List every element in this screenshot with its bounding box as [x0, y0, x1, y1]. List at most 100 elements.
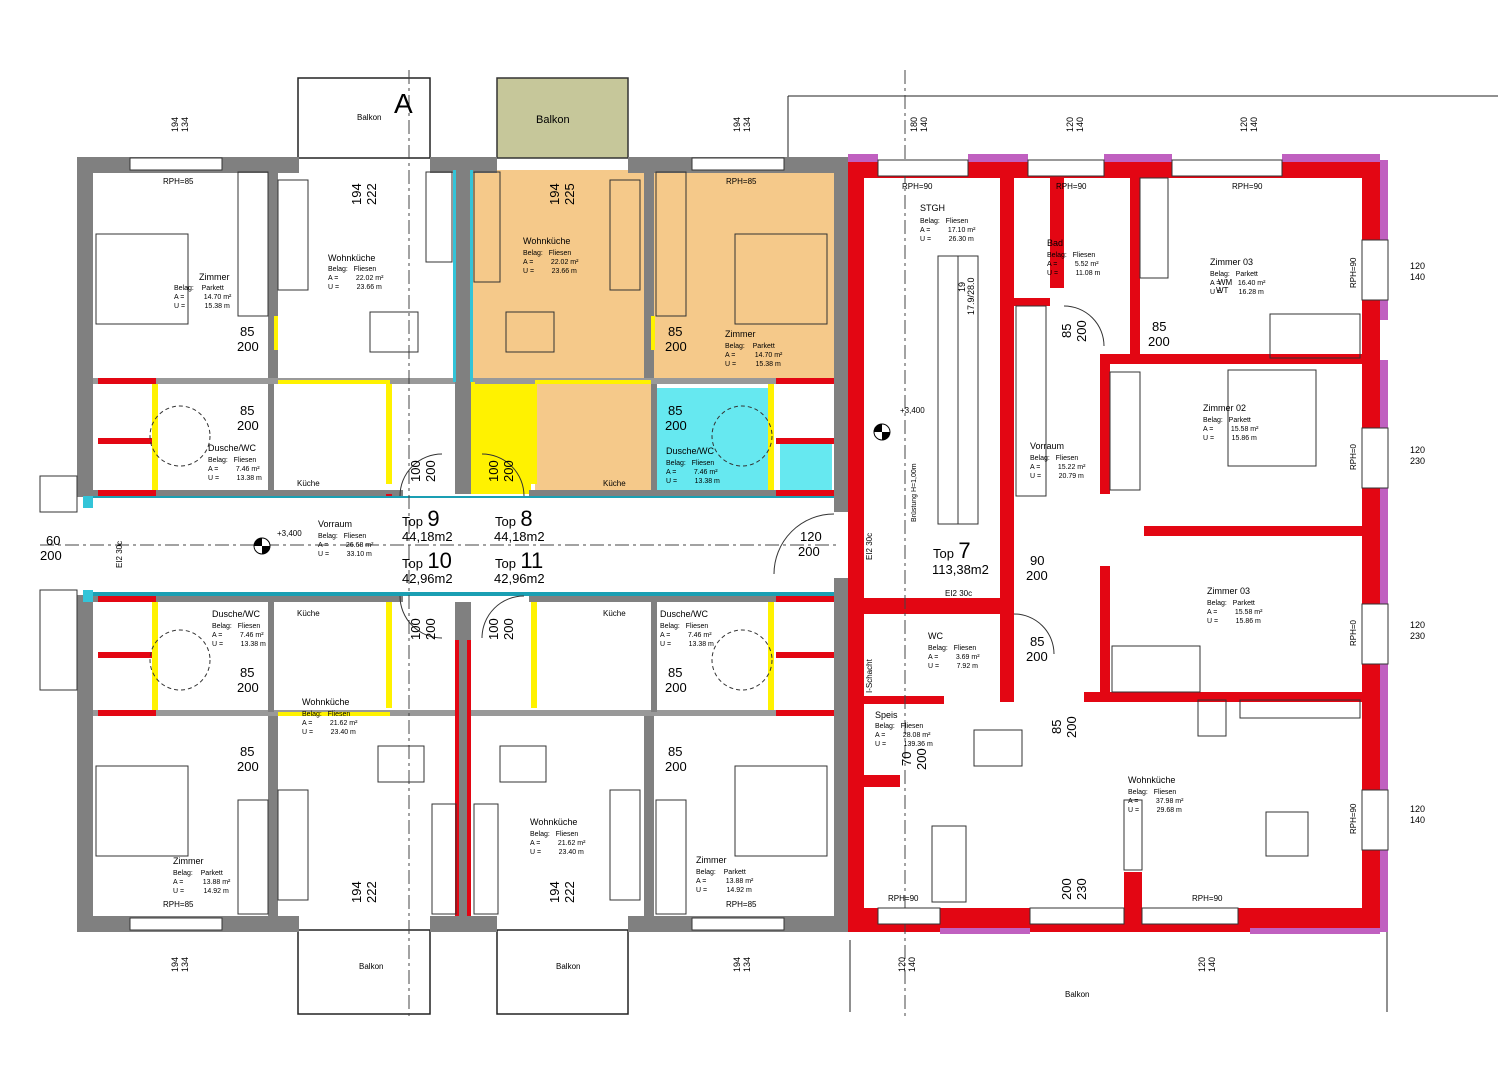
- room-name: Zimmer 03: [1207, 586, 1251, 596]
- door-dim-vertical: 194: [547, 881, 562, 903]
- unit-number: 9: [427, 506, 440, 531]
- door-dim-vertical: 200: [1064, 716, 1079, 738]
- room-name: WC: [928, 631, 943, 641]
- door-dim: 200: [798, 544, 820, 559]
- balkon-label-4: Balkon: [556, 962, 581, 971]
- window-dim: 120: [897, 956, 907, 972]
- room-name: Wohnküche: [1128, 775, 1176, 785]
- rph-label: RPH=90: [1192, 894, 1223, 903]
- door-dim: 85: [1152, 319, 1167, 334]
- room-details: Belag: Parkett A = 14.70 m² U = 15.38 m: [725, 343, 783, 368]
- door-dim: 200: [237, 418, 259, 433]
- room-details: Belag: Fliesen A = 21.62 m² U = 23.40 m: [302, 711, 358, 736]
- room-details: Belag: Fliesen A = 28.08 m² U = 139.36 m: [875, 723, 933, 748]
- window-dim: 194: [732, 116, 742, 132]
- unit-top9: Top 9: [402, 508, 440, 530]
- stair: [937, 255, 979, 525]
- wardrobes: [237, 171, 1169, 915]
- unit-number: 7: [958, 538, 971, 563]
- door-dim-vertical: 200: [423, 618, 438, 640]
- door-dim-vertical: 200: [501, 460, 516, 482]
- room-details: Belag: Fliesen A = 15.22 m² U = 20.79 m: [1030, 455, 1086, 480]
- window-dim: 120: [1410, 620, 1426, 630]
- room-name: Zimmer: [696, 855, 727, 865]
- rph-label: RPH=90: [1232, 182, 1263, 191]
- top8-wc-fill: [780, 442, 832, 492]
- door-dim-vertical: 222: [562, 881, 577, 903]
- door-dim: 85: [668, 324, 683, 339]
- rph-label-vertical: RPH=90: [1349, 803, 1358, 834]
- balconies: [297, 77, 1498, 1015]
- door-dim: 200: [237, 759, 259, 774]
- unit-top8: Top 8: [495, 508, 533, 530]
- windows: [39, 157, 1389, 931]
- room-name: Zimmer: [199, 272, 230, 282]
- unit-prefix: Top: [933, 546, 954, 561]
- door-dim: 85: [240, 744, 255, 759]
- door-dim-vertical: 85: [1049, 719, 1064, 734]
- window-dim: 134: [180, 956, 190, 972]
- window-dim: 194: [732, 956, 742, 972]
- window-dim: 120: [1065, 116, 1075, 132]
- unit-top11: Top 11: [495, 550, 543, 572]
- door-dim: 200: [665, 680, 687, 695]
- room-name: Zimmer 02: [1203, 403, 1247, 413]
- bruestung-label: Brüstung H=1,00m: [911, 463, 918, 522]
- wt-label: WT: [1216, 286, 1229, 295]
- unit-number: 10: [427, 548, 452, 573]
- door-dim-vertical: 200: [423, 460, 438, 482]
- window-dim: 120: [1239, 116, 1249, 132]
- door-dim: 200: [1148, 334, 1170, 349]
- room-name: Dusche/WC: [212, 609, 261, 619]
- balkon-label-5: Balkon: [1065, 990, 1090, 999]
- window-dim: 120: [1410, 261, 1426, 271]
- room-name: Dusche/WC: [666, 446, 715, 456]
- room-name: Bad: [1047, 238, 1064, 248]
- rph-label: RPH=85: [726, 177, 757, 186]
- edge-dim: 60: [46, 533, 61, 548]
- window-dim: 140: [1410, 815, 1426, 825]
- door-dim: 85: [668, 744, 683, 759]
- window-dim: 140: [907, 956, 917, 972]
- wm-label: WM: [1218, 278, 1233, 287]
- window-dim: 140: [1249, 116, 1259, 132]
- fills: [471, 77, 834, 494]
- level-label: +3,400: [277, 529, 302, 538]
- balkon-label-1: Balkon: [357, 113, 382, 122]
- door-dim-vertical: 100: [408, 460, 423, 482]
- kueche-label: Küche: [297, 609, 320, 618]
- window-dim: 230: [1410, 456, 1426, 466]
- room-name: Zimmer 03: [1210, 257, 1254, 267]
- room-name: Dusche/WC: [660, 609, 709, 619]
- room-details: Belag: Parkett A = 13.88 m² U = 14.92 m: [173, 870, 231, 895]
- balkon-green-fill: [496, 77, 629, 159]
- bed-shapes: [95, 233, 1361, 857]
- door-dim-vertical: 200: [1074, 320, 1089, 342]
- room-details: Belag: Fliesen A = 21.62 m² U = 23.40 m: [530, 831, 586, 856]
- door-dim-vertical: 194: [349, 881, 364, 903]
- ei2-label-vertical: EI2 30c: [865, 532, 874, 560]
- room-name: Wohnküche: [302, 697, 350, 707]
- door-dim-vertical: 222: [364, 183, 379, 205]
- unit-prefix: Top: [495, 556, 516, 571]
- room-details: Belag: Parkett A = 15.58 m² U = 15.86 m: [1203, 417, 1259, 442]
- kueche-label: Küche: [603, 479, 626, 488]
- window-dim: 194: [170, 956, 180, 972]
- door-dim: 85: [240, 403, 255, 418]
- door-dim: 200: [665, 418, 687, 433]
- stair-count: 19: [957, 281, 967, 292]
- room-details: Belag: Parkett A = 13.88 m² U = 14.92 m: [696, 869, 754, 894]
- room-details: Belag: Fliesen A = 3.69 m² U = 7.92 m: [928, 645, 980, 670]
- room-details: Belag: Fliesen A = 17.10 m² U = 26.30 m: [920, 218, 976, 243]
- unit-top9-area: 44,18m2: [402, 529, 453, 544]
- door-dim: 120: [800, 529, 822, 544]
- room-details: Belag: Fliesen A = 7.46 m² U = 13.38 m: [660, 623, 714, 648]
- rph-label-vertical: RPH=90: [1349, 257, 1358, 288]
- unit-top7: Top 7: [933, 540, 971, 562]
- room-details: Belag: Fliesen A = 22.02 m² U = 23.66 m: [523, 250, 579, 275]
- room-name: Wohnküche: [530, 817, 578, 827]
- door-dim-vertical: 194: [547, 183, 562, 205]
- door-dim-vertical: 225: [562, 183, 577, 205]
- door-dim-vertical: 222: [364, 881, 379, 903]
- unit-prefix: Top: [402, 514, 423, 529]
